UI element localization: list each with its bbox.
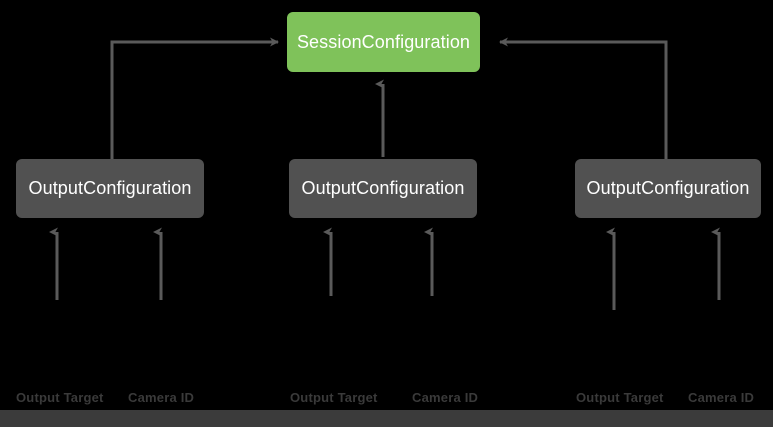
footer-bar xyxy=(0,410,773,427)
leaf-label-output-target-2: Output Target xyxy=(290,390,378,405)
node-session-configuration-label: SessionConfiguration xyxy=(296,31,471,52)
node-session-configuration[interactable]: SessionConfiguration xyxy=(287,12,480,72)
node-output-configuration-1[interactable]: OutputConfiguration xyxy=(16,159,204,218)
node-output-configuration-3-label: OutputConfiguration xyxy=(586,178,750,198)
connector-left-output-to-session xyxy=(110,37,279,159)
leaf-label-camera-id-3: Camera ID xyxy=(688,390,755,405)
node-output-configuration-3[interactable]: OutputConfiguration xyxy=(575,159,761,218)
leaf-label-camera-id-1: Camera ID xyxy=(128,390,195,405)
leaf-label-camera-id-2: Camera ID xyxy=(412,390,479,405)
connector-right-output-to-session xyxy=(499,37,668,159)
leaf-label-output-target-1: Output Target xyxy=(16,390,104,405)
leaf-label-output-target-3: Output Target xyxy=(576,390,664,405)
node-output-configuration-2-label: OutputConfiguration xyxy=(301,178,465,198)
node-output-configuration-2[interactable]: OutputConfiguration xyxy=(289,159,477,218)
node-output-configuration-1-label: OutputConfiguration xyxy=(28,178,192,198)
